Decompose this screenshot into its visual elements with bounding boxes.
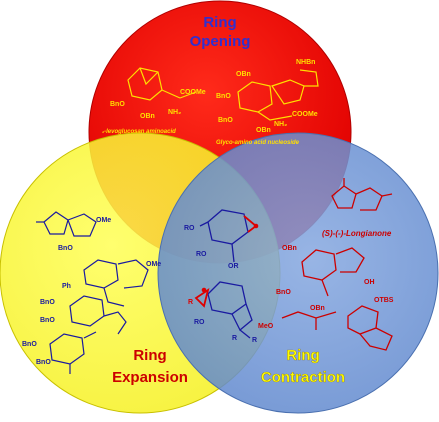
title-contraction-line2: Contraction bbox=[261, 369, 345, 386]
structure-expansion-3 bbox=[69, 295, 127, 335]
label-r-c2: R bbox=[232, 335, 237, 342]
label-obn-g1: OBn bbox=[236, 71, 251, 78]
label-meo-r: MeO bbox=[258, 323, 274, 330]
label-bno-1: BnO bbox=[110, 101, 125, 108]
label-otbs: OTBS bbox=[374, 297, 394, 304]
label-bno-g2: BnO bbox=[218, 117, 233, 124]
label-nh2-1: NH₂ bbox=[168, 109, 181, 116]
structure-levoglucosan-aminoacid bbox=[127, 67, 197, 101]
label-nh2-g: NH₂ bbox=[274, 121, 287, 128]
label-obn-g2: OBn bbox=[256, 127, 271, 134]
caption-glyco: Glyco-amino acid nucleoside bbox=[216, 140, 300, 146]
structure-expansion-2 bbox=[83, 259, 149, 307]
label-ro-c1: RO bbox=[184, 225, 195, 232]
label-bno-e5: BnO bbox=[36, 359, 51, 366]
label-or-c: OR bbox=[228, 263, 239, 270]
label-ro-c3: RO bbox=[194, 319, 205, 326]
cyclopropane-bottom bbox=[194, 287, 210, 308]
label-r-c3: R bbox=[252, 337, 257, 344]
cyclopropane-dot-top bbox=[253, 223, 259, 229]
structure-contraction-2 bbox=[301, 247, 365, 297]
title-opening-line1: Ring bbox=[203, 14, 236, 31]
label-bno-r1: BnO bbox=[276, 289, 291, 296]
label-obn-r2: OBn bbox=[310, 305, 325, 312]
structure-center-bottom bbox=[207, 281, 253, 339]
cyclopropane-dot-bottom bbox=[201, 287, 207, 293]
label-bno-e1: BnO bbox=[58, 245, 73, 252]
title-contraction-line1: Ring bbox=[286, 347, 319, 364]
title-opening-line2: Opening bbox=[190, 33, 251, 50]
label-ome-e2: OMe bbox=[146, 261, 161, 268]
label-ro-c2: RO bbox=[196, 251, 207, 258]
label-bno-e4: BnO bbox=[22, 341, 37, 348]
title-expansion-line1: Ring bbox=[133, 347, 166, 364]
label-coome-g: COOMe bbox=[292, 111, 318, 118]
label-r-c: R bbox=[188, 299, 193, 306]
label-bno-e3: BnO bbox=[40, 317, 55, 324]
title-expansion-line2: Expansion bbox=[112, 369, 188, 386]
label-ph: Ph bbox=[62, 283, 71, 290]
label-obn-1: OBn bbox=[140, 113, 155, 120]
caption-longianone: (S)-(-)-Longianone bbox=[322, 229, 392, 238]
structure-contraction-3 bbox=[281, 305, 393, 351]
structure-glyco-amino-acid-nucleoside bbox=[237, 69, 319, 121]
structure-longianone bbox=[331, 178, 393, 211]
label-nhbn: NHBn bbox=[296, 59, 315, 66]
label-coome-1: COOMe bbox=[180, 89, 206, 96]
structure-expansion-1 bbox=[36, 211, 97, 237]
label-oh-r: OH bbox=[364, 279, 375, 286]
structure-expansion-4 bbox=[49, 331, 97, 374]
label-bno-e2: BnO bbox=[40, 299, 55, 306]
label-ome-e1: OMe bbox=[96, 217, 111, 224]
label-bno-g1: BnO bbox=[216, 93, 231, 100]
caption-levoglucosan: ₁-levoglucosan aminoacid bbox=[102, 129, 176, 135]
label-obn-r1: OBn bbox=[282, 245, 297, 252]
